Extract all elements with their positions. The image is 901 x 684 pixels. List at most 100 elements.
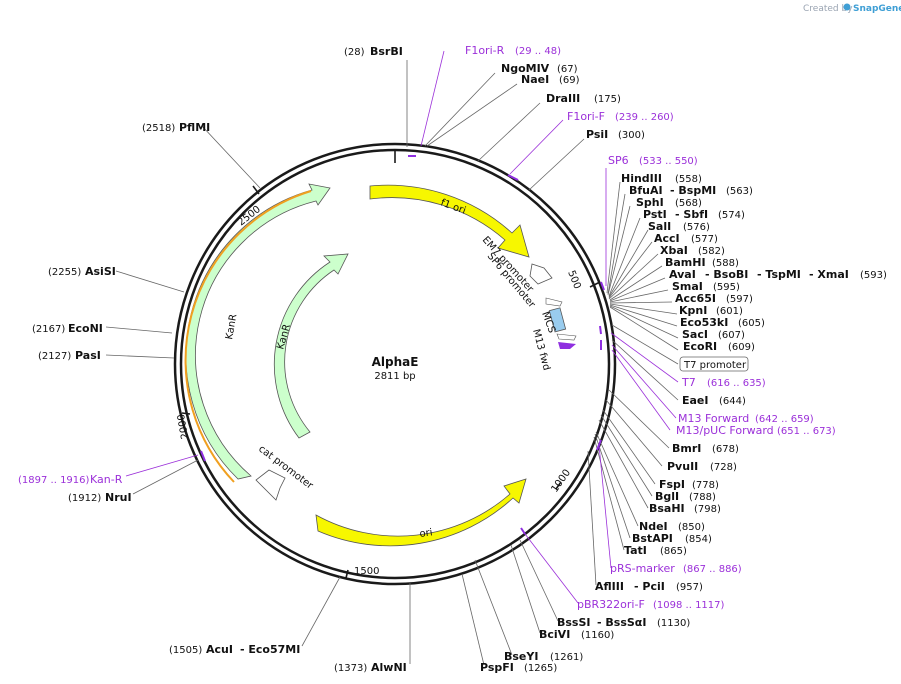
site-fspi-name: FspI <box>659 478 685 491</box>
site-xmai-name: - XmaI <box>809 268 849 281</box>
site-nrui-num: (1912) <box>68 493 101 504</box>
site-pspfi-name: PspFI <box>480 661 514 674</box>
site-bseyi-name: BseYI <box>504 650 538 663</box>
site-ecori-num: (609) <box>728 342 755 353</box>
em7-promoter-arrow <box>529 263 553 285</box>
site-bsobi-name: - BsoBI <box>705 268 748 281</box>
ori-arrow <box>315 478 527 547</box>
site-sali-num: (576) <box>683 222 710 233</box>
site-pflmi-num: (2518) <box>142 123 175 134</box>
site-psti-num: (574) <box>718 210 745 221</box>
leader-lines <box>105 50 679 666</box>
site-avai-name: AvaI <box>669 268 696 281</box>
kanr-inner-arrow <box>273 253 349 439</box>
kanr-outer-label: KanR <box>224 313 239 340</box>
site-smai-name: SmaI <box>672 280 703 293</box>
m13-fwd-label: M13 fwd <box>530 328 552 372</box>
site-psti-name: PstI <box>643 208 667 221</box>
site-ngomiv-num: (67) <box>557 64 578 75</box>
site-alwni-name: AlwNI <box>371 661 407 674</box>
site-pvuii-name: PvuII <box>667 460 698 473</box>
site-bsssi-name: BssSI <box>557 616 591 629</box>
primer-f1orif-range: (239 .. 260) <box>615 112 674 123</box>
site-bcivi-name: BciVI <box>539 628 570 641</box>
site-bsssai-name: - BssSαI <box>597 616 646 629</box>
cat-promoter-arrow <box>255 469 286 501</box>
site-nrui-name: NruI <box>105 491 132 504</box>
site-bsahi-name: BsaHI <box>649 502 685 515</box>
site-tati-num: (865) <box>660 546 687 557</box>
site-fspi-num: (778) <box>692 480 719 491</box>
site-bspmi-name: - BspMI <box>670 184 716 197</box>
site-afliii-name: AflIII <box>595 580 624 593</box>
site-bmri-name: BmrI <box>672 442 701 455</box>
site-pflmi-name: PflMI <box>179 121 210 134</box>
primer-sp6-range: (533 .. 550) <box>639 156 698 167</box>
site-labels: (28) BsrBI F1ori-R (29 .. 48) NgoMIV (67… <box>18 44 887 674</box>
primer-kanr-name: Kan-R <box>90 473 123 486</box>
site-acui-num: (1505) <box>169 645 202 656</box>
site-eco53ki-name: Eco53kI <box>680 316 728 329</box>
site-acc65i-num: (597) <box>726 294 753 305</box>
t7-promoter-arrow <box>556 333 577 341</box>
site-alwni-num: (1373) <box>334 663 367 674</box>
primer-prs-range: (867 .. 886) <box>683 564 742 575</box>
site-bsssi-num: (1130) <box>657 618 690 629</box>
primer-f1orif-name: F1ori-F <box>567 110 605 123</box>
backbone-inner-ring <box>179 148 611 580</box>
primer-m13f-range: (642 .. 659) <box>755 414 814 425</box>
site-psii-num: (300) <box>618 130 645 141</box>
site-pasi-num: (2127) <box>38 351 71 362</box>
site-asisi-name: AsiSI <box>85 265 116 278</box>
t7-promoter-box-label: T7 promoter <box>683 360 747 371</box>
credit-prefix: Created by <box>803 4 853 14</box>
site-afliii-num: (957) <box>676 582 703 593</box>
primer-sp6-name: SP6 <box>608 154 629 167</box>
site-hindiii-num: (558) <box>675 174 702 185</box>
site-bsrbi-name: BsrBI <box>370 45 403 58</box>
site-eaei-num: (644) <box>719 396 746 407</box>
f1-ori-arrow <box>369 184 530 258</box>
site-bgli-name: BglI <box>655 490 679 503</box>
site-draiii-name: DraIII <box>546 92 580 105</box>
t7-promoter-box <box>679 356 749 372</box>
site-bamhi-name: BamHI <box>665 256 706 269</box>
site-sphi-num: (568) <box>675 198 702 209</box>
f1-ori-label: f1 ori <box>439 197 467 216</box>
site-pasi-name: PasI <box>75 349 101 362</box>
tick-label-2000: 2000 <box>176 413 191 440</box>
primer-t7-range: (616 .. 635) <box>707 378 766 389</box>
primer-pbr-range: (1098 .. 1117) <box>653 600 725 611</box>
site-bgli-num: (788) <box>689 492 716 503</box>
tick-label-1500: 1500 <box>354 566 379 577</box>
site-ngomiv-name: NgoMIV <box>501 62 550 75</box>
site-bstapi-name: BstAPI <box>632 532 673 545</box>
site-avai-num: (593) <box>860 270 887 281</box>
site-kpni-num: (601) <box>716 306 743 317</box>
site-econi-num: (2167) <box>32 324 65 335</box>
site-eco57mi-name: - Eco57MI <box>240 643 300 656</box>
site-bseyi-num: (1261) <box>550 652 583 663</box>
primer-f1orir-name: F1ori-R <box>465 44 505 57</box>
position-ticks <box>181 151 601 579</box>
plasmid-length: 2811 bp <box>374 371 415 382</box>
primer-m13puc-range: (651 .. 673) <box>777 426 836 437</box>
snapgene-credit: Created by SnapGene <box>803 3 901 14</box>
site-draiii-num: (175) <box>594 94 621 105</box>
plasmid-name: AlphaE <box>372 355 419 369</box>
credit-brand: SnapGene <box>853 4 901 14</box>
site-bmri-num: (678) <box>712 444 739 455</box>
site-bfuai-num: (563) <box>726 186 753 197</box>
site-pvuii-num: (728) <box>710 462 737 473</box>
kanr-outer-arrow <box>185 183 331 480</box>
sp6-promoter-arrow <box>545 297 563 307</box>
site-hindiii-name: HindIII <box>621 172 662 185</box>
primer-marks <box>200 155 605 535</box>
backbone-outer-ring <box>173 142 617 586</box>
site-sali-name: SalI <box>648 220 671 233</box>
snapgene-logo-icon <box>843 3 851 11</box>
site-kpni-name: KpnI <box>679 304 707 317</box>
m13-fwd-arrow <box>558 342 576 349</box>
site-psii-name: PsiI <box>586 128 608 141</box>
site-econi-name: EcoNI <box>68 322 103 335</box>
